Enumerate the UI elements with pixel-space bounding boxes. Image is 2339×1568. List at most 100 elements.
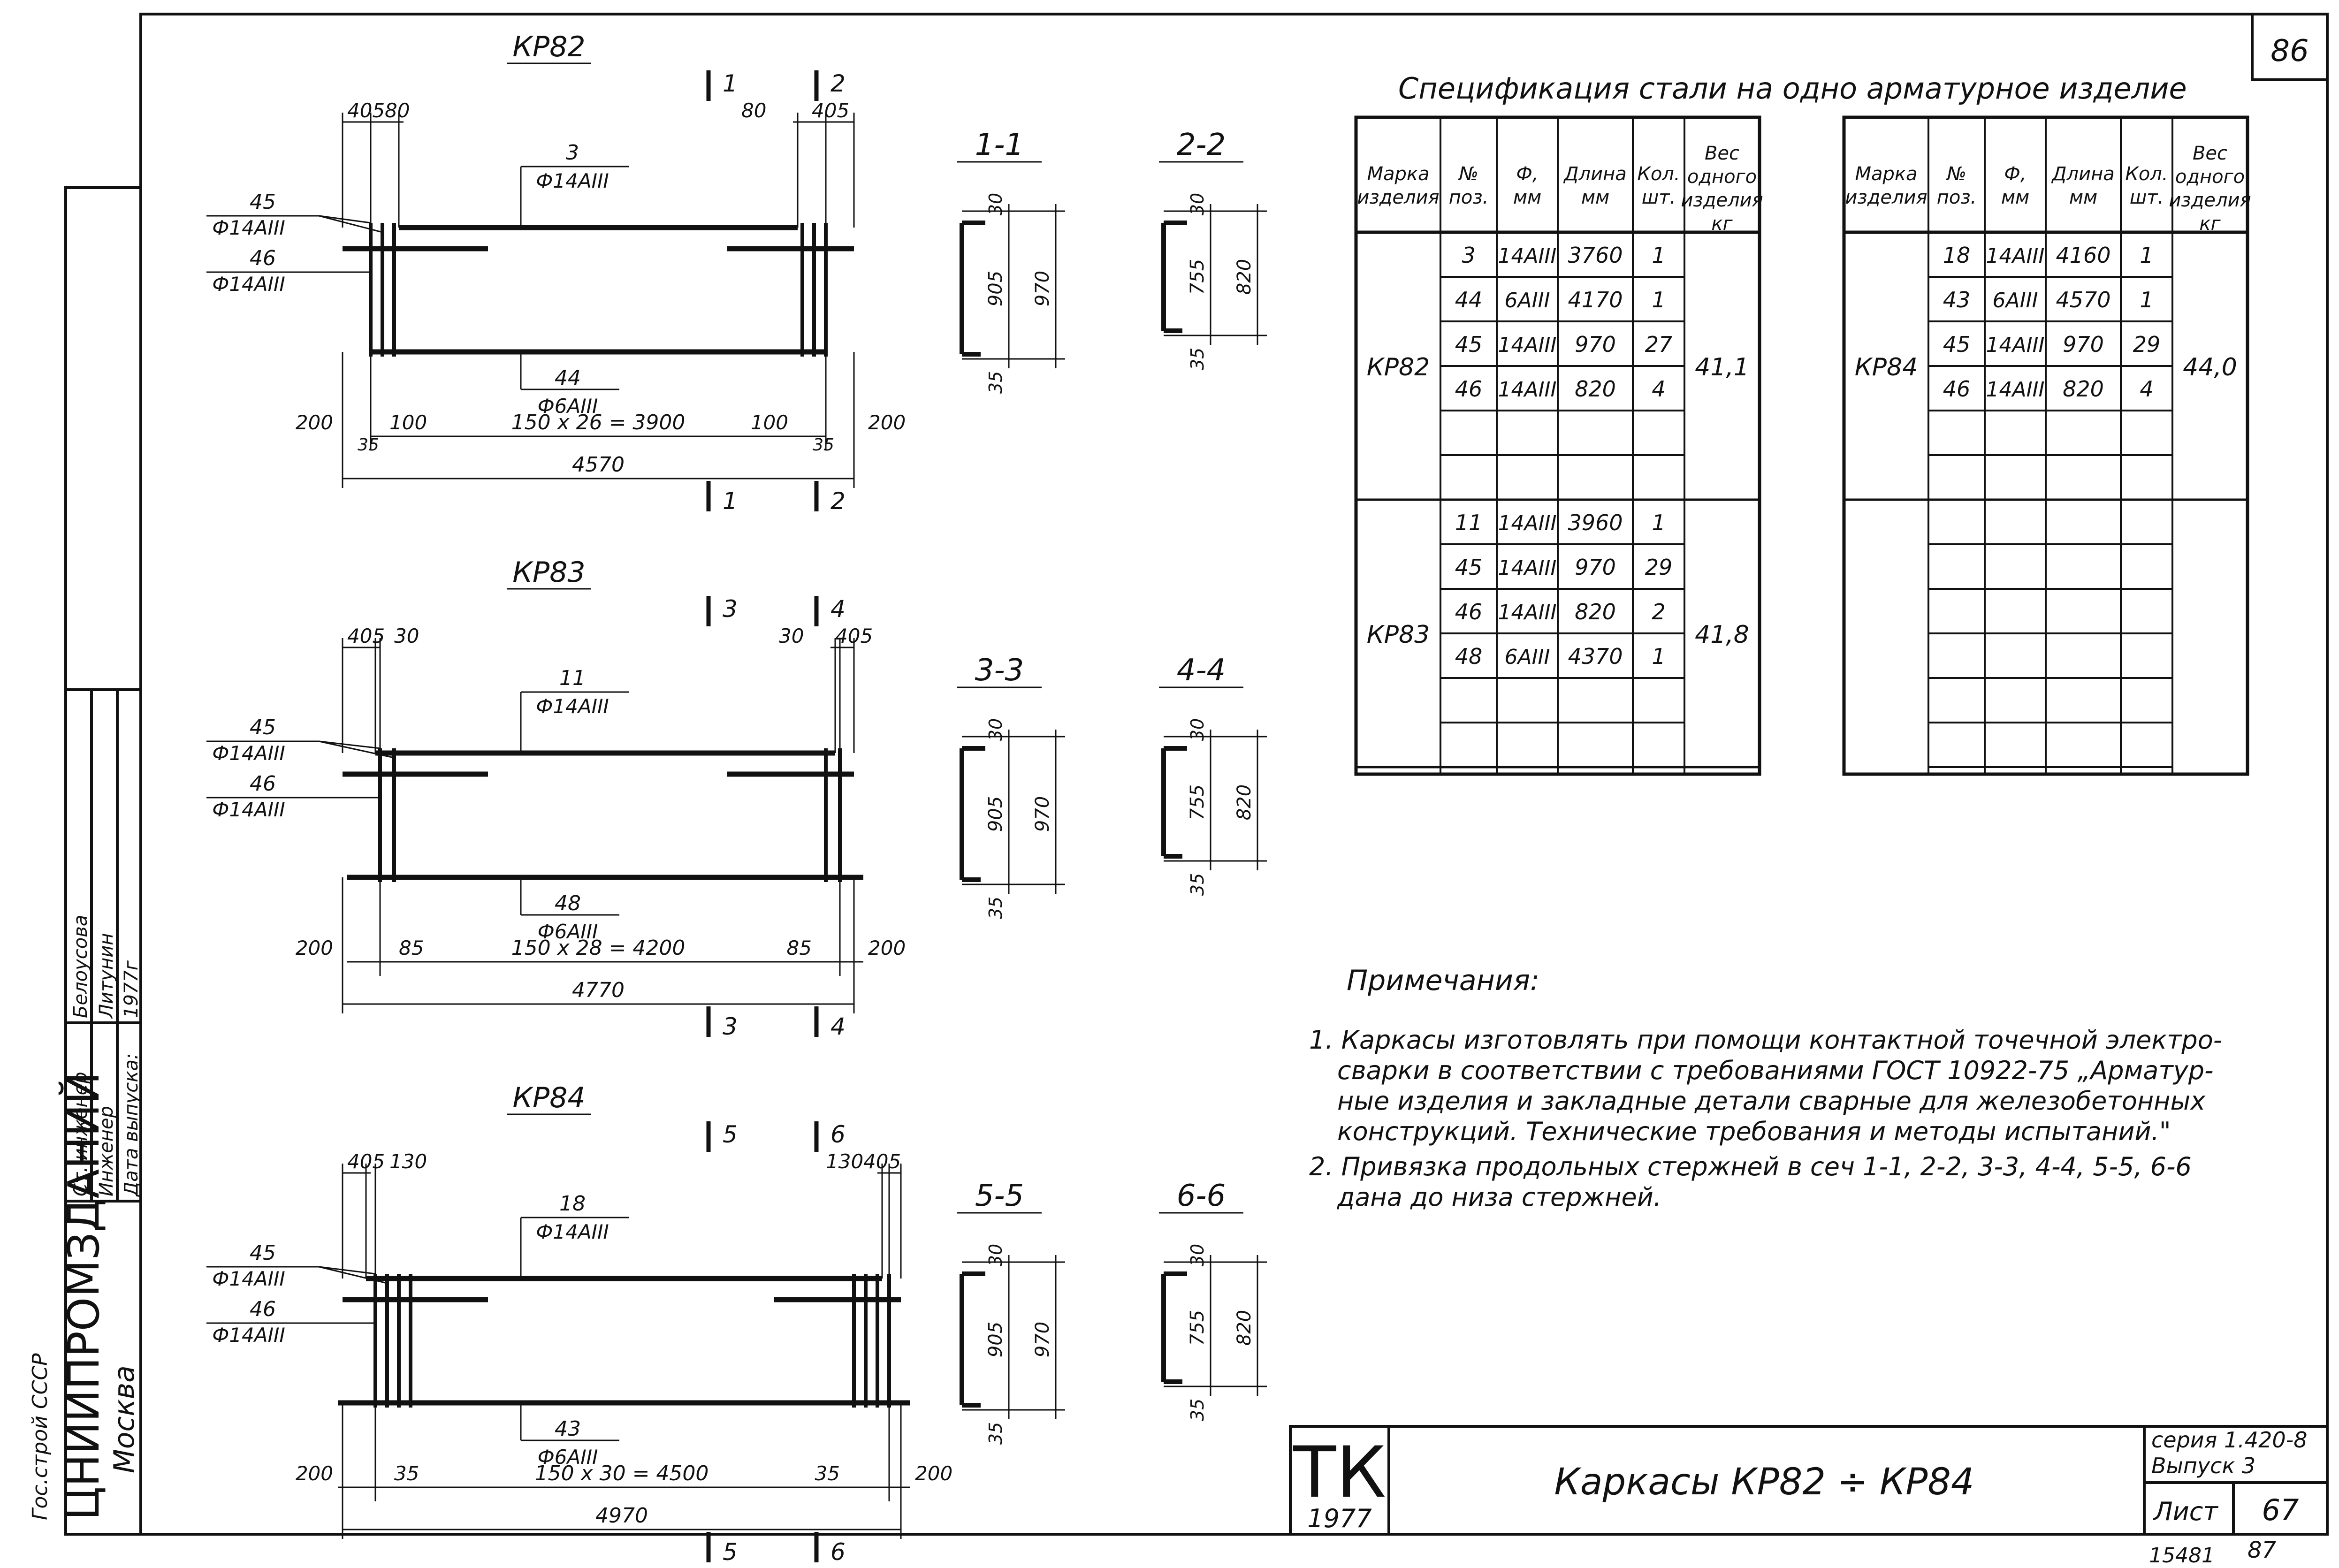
dim-left-ext: 405 — [347, 624, 385, 647]
callout-46-dia: Ф14АIII — [212, 273, 285, 296]
sidebar-name-3: 1977г — [121, 960, 142, 1018]
cut-label: 1 — [723, 487, 738, 515]
spec-right-pos: 18 — [1943, 243, 1971, 268]
spec-left-dia: 6АIII — [1504, 289, 1550, 312]
section-dim-tot: 970 — [1032, 1322, 1053, 1357]
dim-total: 4770 — [572, 978, 625, 1002]
section-dim-mid: 755 — [1187, 1310, 1208, 1346]
sheet-number: 86 — [2270, 34, 2309, 69]
footer-left: 15481 — [2149, 1544, 2215, 1568]
sidebar-role-3: Дата выпуска: — [121, 1053, 142, 1197]
spec-left-mark: КР83 — [1367, 621, 1430, 649]
spec-right-header-text: № — [1946, 163, 1966, 185]
callout-46-dia: Ф14АIII — [212, 1324, 285, 1347]
note-line-4: конструкций. Технические требования и ме… — [1337, 1117, 2171, 1146]
stamp-sheet: 67 — [2262, 1493, 2299, 1527]
section-dim-top: 30 — [985, 193, 1006, 215]
callout-bot-pos: 48 — [555, 891, 581, 915]
dim-end-right: 200 — [868, 936, 906, 959]
spec-left-header-text: мм — [1513, 187, 1541, 208]
stamp-series: серия 1.420-8 — [2151, 1427, 2308, 1453]
sidebar-name-2: Литунин — [96, 933, 117, 1019]
section-dim-tot: 820 — [1234, 1310, 1255, 1346]
spec-left-dia: 14АIII — [1498, 601, 1556, 624]
callout-top-dia: Ф14АIII — [536, 1220, 609, 1243]
spec-left-qty: 29 — [1645, 555, 1673, 580]
spec-left-len: 4170 — [1568, 287, 1623, 312]
callout-leader-45 — [319, 215, 383, 233]
dim-right-off: 80 — [741, 99, 766, 122]
dim-right-ext: 405 — [835, 624, 873, 647]
dim-end-left: 200 — [296, 411, 333, 434]
dim-right-ext: 405 — [812, 99, 849, 122]
spec-right-len: 820 — [2063, 376, 2104, 402]
dim-mid: 150 x 30 = 4500 — [535, 1461, 709, 1485]
frame-title: КР82 — [512, 30, 585, 63]
cut-label: 4 — [830, 1013, 846, 1040]
dim-left-off: 130 — [389, 1150, 427, 1173]
spec-left-len: 970 — [1575, 332, 1616, 357]
spec-left-pos: 11 — [1455, 510, 1483, 535]
spec-right-header-text: поз. — [1937, 187, 1977, 208]
spec-left-qty: 1 — [1652, 243, 1665, 268]
callout-46: 46 — [250, 1297, 276, 1321]
callout-leader-45 — [319, 740, 381, 749]
dim-end-right: 200 — [868, 411, 906, 434]
spec-left-len: 820 — [1575, 599, 1616, 624]
callout-46: 46 — [250, 246, 276, 270]
spec-left-header-text: Марка — [1367, 163, 1429, 185]
spec-right-qty: 1 — [2140, 243, 2153, 268]
spec-left-pos: 44 — [1455, 287, 1483, 312]
spec-left-pos: 46 — [1455, 599, 1483, 624]
section-dim-tot: 970 — [1032, 796, 1053, 832]
spec-left-mark: КР82 — [1367, 353, 1430, 381]
spec-left-len: 820 — [1575, 376, 1616, 402]
section-dim-bot: 35 — [1187, 348, 1208, 370]
spec-right-qty: 1 — [2140, 287, 2153, 312]
callout-bot-pos: 43 — [555, 1417, 581, 1441]
spec-right-pos: 43 — [1943, 287, 1971, 312]
spec-left-header-text: изделия — [1357, 187, 1439, 208]
cut-label: 6 — [830, 1538, 846, 1566]
spec-right-dia: 6АIII — [1992, 289, 2038, 312]
spec-left-len: 3760 — [1568, 243, 1623, 268]
section-dim-top: 30 — [985, 718, 1006, 741]
spec-right-mark: КР84 — [1855, 353, 1918, 381]
cut-label: 1 — [723, 70, 738, 97]
spec-left-weight: 41,8 — [1695, 621, 1749, 649]
spec-right-header-text: изделия — [1845, 187, 1927, 208]
sidebar-name-1: Белоусова — [70, 915, 91, 1018]
sidebar-role-1: Ст. инженер — [70, 1072, 91, 1196]
note-line-3: ные изделия и закладные детали сварные д… — [1337, 1086, 2206, 1116]
callout-top-dia: Ф14АIII — [536, 169, 609, 192]
spec-left-pos: 45 — [1455, 332, 1483, 357]
stamp-title: Каркасы КР82 ÷ КР84 — [1554, 1461, 1974, 1503]
note-line-2: сварки в соответствии с требованиями ГОС… — [1337, 1056, 2214, 1085]
callout-45: 45 — [250, 190, 276, 214]
section-dim-bot: 35 — [985, 371, 1006, 394]
spec-left-qty: 4 — [1652, 376, 1665, 402]
spec-left-dia: 14АIII — [1498, 556, 1556, 580]
dim-end-left: 200 — [296, 936, 333, 959]
spec-right-header-text: изделия — [2169, 190, 2251, 211]
sidebar-org: ЦНИИПРОМЗДАНИЙ — [58, 1072, 109, 1520]
section-dim-bot: 35 — [1187, 873, 1208, 896]
spec-right-len: 970 — [2063, 332, 2104, 357]
callout-bot-dia: Ф6АIII — [538, 395, 598, 418]
dim-mid: 150 x 28 = 4200 — [511, 936, 686, 960]
spec-right-header-text: Кол. — [2125, 163, 2168, 185]
spec-right-dia: 14АIII — [1986, 244, 2044, 268]
spec-left-header-text: мм — [1581, 187, 1609, 208]
section-dim-mid: 905 — [985, 271, 1006, 306]
spec-left-dia: 6АIII — [1504, 645, 1550, 669]
section-dim-top: 30 — [1187, 1244, 1208, 1266]
callout-top-dia: Ф14АIII — [536, 695, 609, 718]
spec-left-pos: 48 — [1455, 644, 1483, 669]
dim-right-off: 30 — [779, 624, 804, 647]
notes-title: Примечания: — [1347, 964, 1539, 997]
callout-bot-pos: 44 — [555, 366, 581, 390]
spec-right-len: 4570 — [2056, 287, 2110, 312]
section-label: 6-6 — [1177, 1179, 1226, 1213]
callout-leader-45 — [319, 215, 371, 224]
dim-right-off: 130 — [826, 1150, 863, 1173]
